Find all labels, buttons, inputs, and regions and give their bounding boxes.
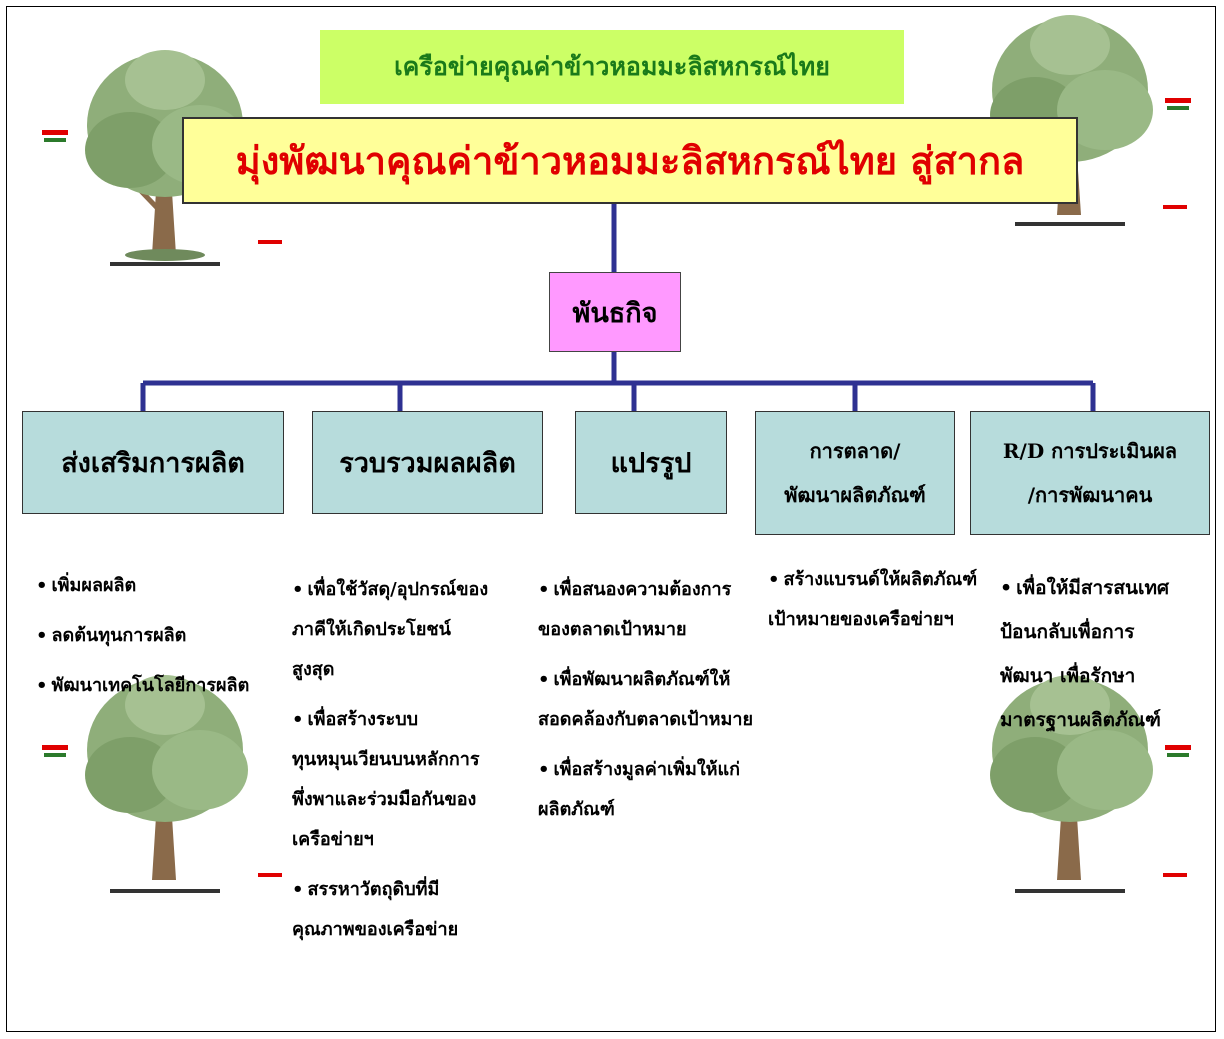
items-production-promotion: •เพิ่มผลผลิต •ลดต้นทุนการผลิต •พัฒนาเทคโ… (36, 566, 271, 716)
bullet: • (538, 759, 550, 780)
item-text: เพื่อสร้างระบบทุนหมุนเวียนบนหลักการพึ่งพ… (292, 709, 480, 850)
vision-title: มุ่งพัฒนาคุณค่าข้าวหอมมะลิสหกรณ์ไทย สู่ส… (182, 117, 1078, 204)
bullet: • (538, 579, 550, 600)
list-item: •สรรหาวัตถุดิบที่มีคุณภาพของเครือข่าย (292, 870, 492, 950)
item-text: เพื่อใช้วัสดุ/อุปกรณ์ของภาคีให้เกิดประโย… (292, 579, 489, 680)
item-text: เพื่อพัฒนาผลิตภัณฑ์ให้สอดคล้องกับตลาดเป้… (538, 669, 754, 730)
category-research-development: R/D การประเมินผล /การพัฒนาคน (970, 411, 1210, 535)
item-text: เพื่อสร้างมูลค่าเพิ่มให้แก่ผลิตภัณฑ์ (538, 759, 740, 820)
item-text: เพื่อให้มีสารสนเทศป้อนกลับเพื่อการพัฒนา … (1000, 577, 1170, 731)
category-marketing: การตลาด/ พัฒนาผลิตภัณฑ์ (755, 411, 955, 535)
item-text: สรรหาวัตถุดิบที่มีคุณภาพของเครือข่าย (292, 879, 459, 940)
item-text: เพิ่มผลผลิต (51, 575, 137, 596)
tree-image-bottom-left (42, 675, 282, 893)
list-item: •เพื่อใช้วัสดุ/อุปกรณ์ของภาคีให้เกิดประโ… (292, 570, 492, 690)
list-item: •สร้างแบรนด์ให้ผลิตภัณฑ์เป้าหมายของเครือ… (768, 560, 983, 640)
item-text: พัฒนาเทคโนโลยีการผลิต (51, 675, 250, 696)
category-produce-collection: รวบรวมผลผลิต (312, 411, 543, 514)
tree-image-bottom-right (990, 675, 1191, 893)
bullet: • (768, 569, 780, 590)
list-item: •เพื่อพัฒนาผลิตภัณฑ์ให้สอดคล้องกับตลาดเป… (538, 660, 758, 740)
item-text: เพื่อสนองความต้องการของตลาดเป้าหมาย (538, 579, 732, 640)
bullet: • (1000, 577, 1013, 599)
items-research-development: •เพื่อให้มีสารสนเทศป้อนกลับเพื่อการพัฒนา… (1000, 566, 1185, 752)
item-text: ลดต้นทุนการผลิต (51, 625, 187, 646)
category-production-promotion: ส่งเสริมการผลิต (22, 411, 284, 514)
list-item: •ลดต้นทุนการผลิต (36, 616, 271, 656)
bullet: • (538, 669, 550, 690)
item-text: สร้างแบรนด์ให้ผลิตภัณฑ์เป้าหมายของเครือข… (768, 569, 978, 630)
list-item: •เพื่อสนองความต้องการของตลาดเป้าหมาย (538, 570, 758, 650)
bullet: • (292, 709, 304, 730)
category-processing: แปรรูป (575, 411, 727, 514)
list-item: •เพื่อสร้างระบบทุนหมุนเวียนบนหลักการพึ่ง… (292, 700, 492, 860)
list-item: •พัฒนาเทคโนโลยีการผลิต (36, 666, 271, 706)
category-marketing-line1: การตลาด/ (809, 439, 901, 463)
category-marketing-line2: พัฒนาผลิตภัณฑ์ (784, 483, 926, 507)
items-processing: •เพื่อสนองความต้องการของตลาดเป้าหมาย •เพ… (538, 570, 758, 840)
bullet: • (292, 579, 304, 600)
mission-box: พันธกิจ (549, 272, 681, 352)
bullet: • (36, 625, 48, 646)
items-produce-collection: •เพื่อใช้วัสดุ/อุปกรณ์ของภาคีให้เกิดประโ… (292, 570, 492, 960)
category-rd-line1: R/D การประเมินผล (1002, 439, 1178, 463)
bullet: • (292, 879, 304, 900)
list-item: •เพื่อสร้างมูลค่าเพิ่มให้แก่ผลิตภัณฑ์ (538, 750, 758, 830)
list-item: •เพิ่มผลผลิต (36, 566, 271, 606)
category-rd-line2: /การพัฒนาคน (1027, 483, 1153, 507)
bullet: • (36, 675, 48, 696)
items-marketing: •สร้างแบรนด์ให้ผลิตภัณฑ์เป้าหมายของเครือ… (768, 560, 983, 650)
network-subtitle: เครือข่ายคุณค่าข้าวหอมมะลิสหกรณ์ไทย (320, 30, 904, 104)
list-item: •เพื่อให้มีสารสนเทศป้อนกลับเพื่อการพัฒนา… (1000, 566, 1185, 742)
slide-frame (6, 6, 1216, 1032)
bullet: • (36, 575, 48, 596)
